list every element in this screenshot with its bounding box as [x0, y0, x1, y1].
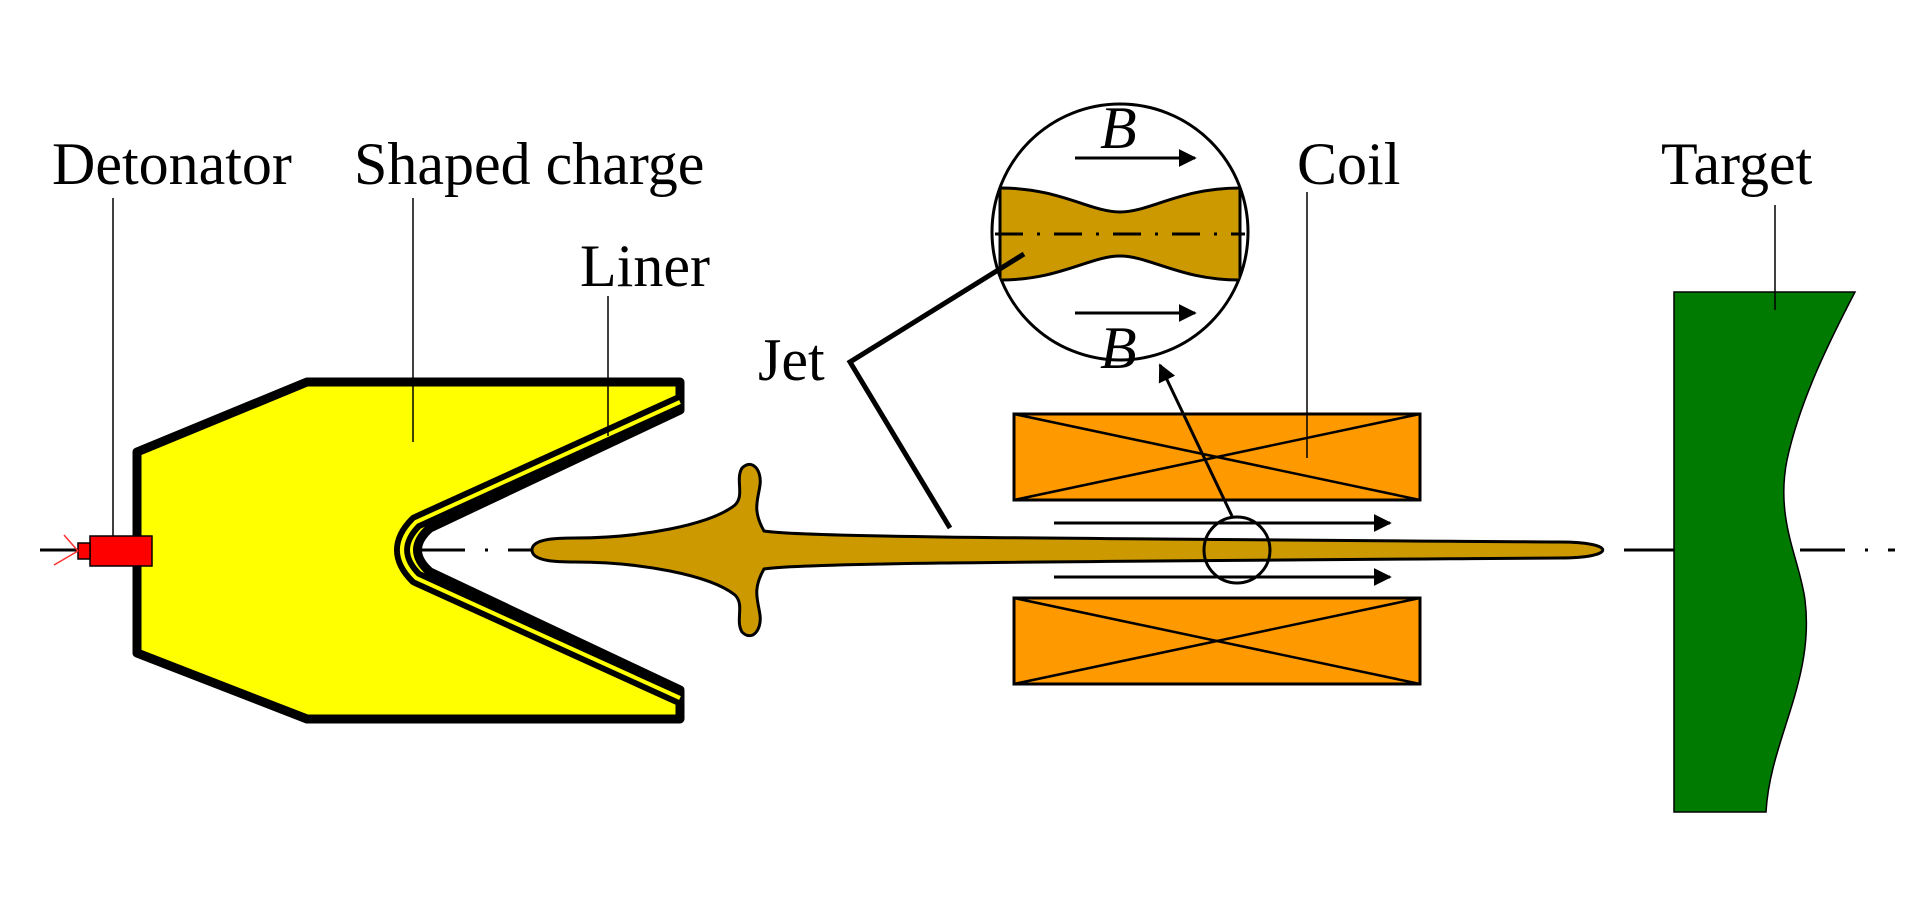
detail-region-circle — [1202, 515, 1272, 585]
label-detonator: Detonator — [52, 131, 292, 197]
detail-pointer-arrow — [1158, 363, 1234, 517]
jet — [530, 462, 1605, 638]
coil-bottom — [1012, 596, 1422, 686]
spark-icon — [53, 534, 79, 566]
liner-inner — [400, 400, 681, 700]
label-liner: Liner — [580, 233, 710, 299]
leader-jet — [846, 251, 1026, 530]
label-shaped-charge: Shaped charge — [354, 131, 704, 197]
field-label-bottom: B — [1100, 315, 1137, 381]
label-coil: Coil — [1297, 131, 1400, 197]
label-target: Target — [1661, 131, 1813, 197]
target — [1673, 291, 1857, 813]
field-label-top: B — [1100, 95, 1137, 161]
label-jet: Jet — [758, 327, 825, 393]
detonator — [53, 534, 153, 567]
zoom-detail: B B — [990, 95, 1250, 381]
